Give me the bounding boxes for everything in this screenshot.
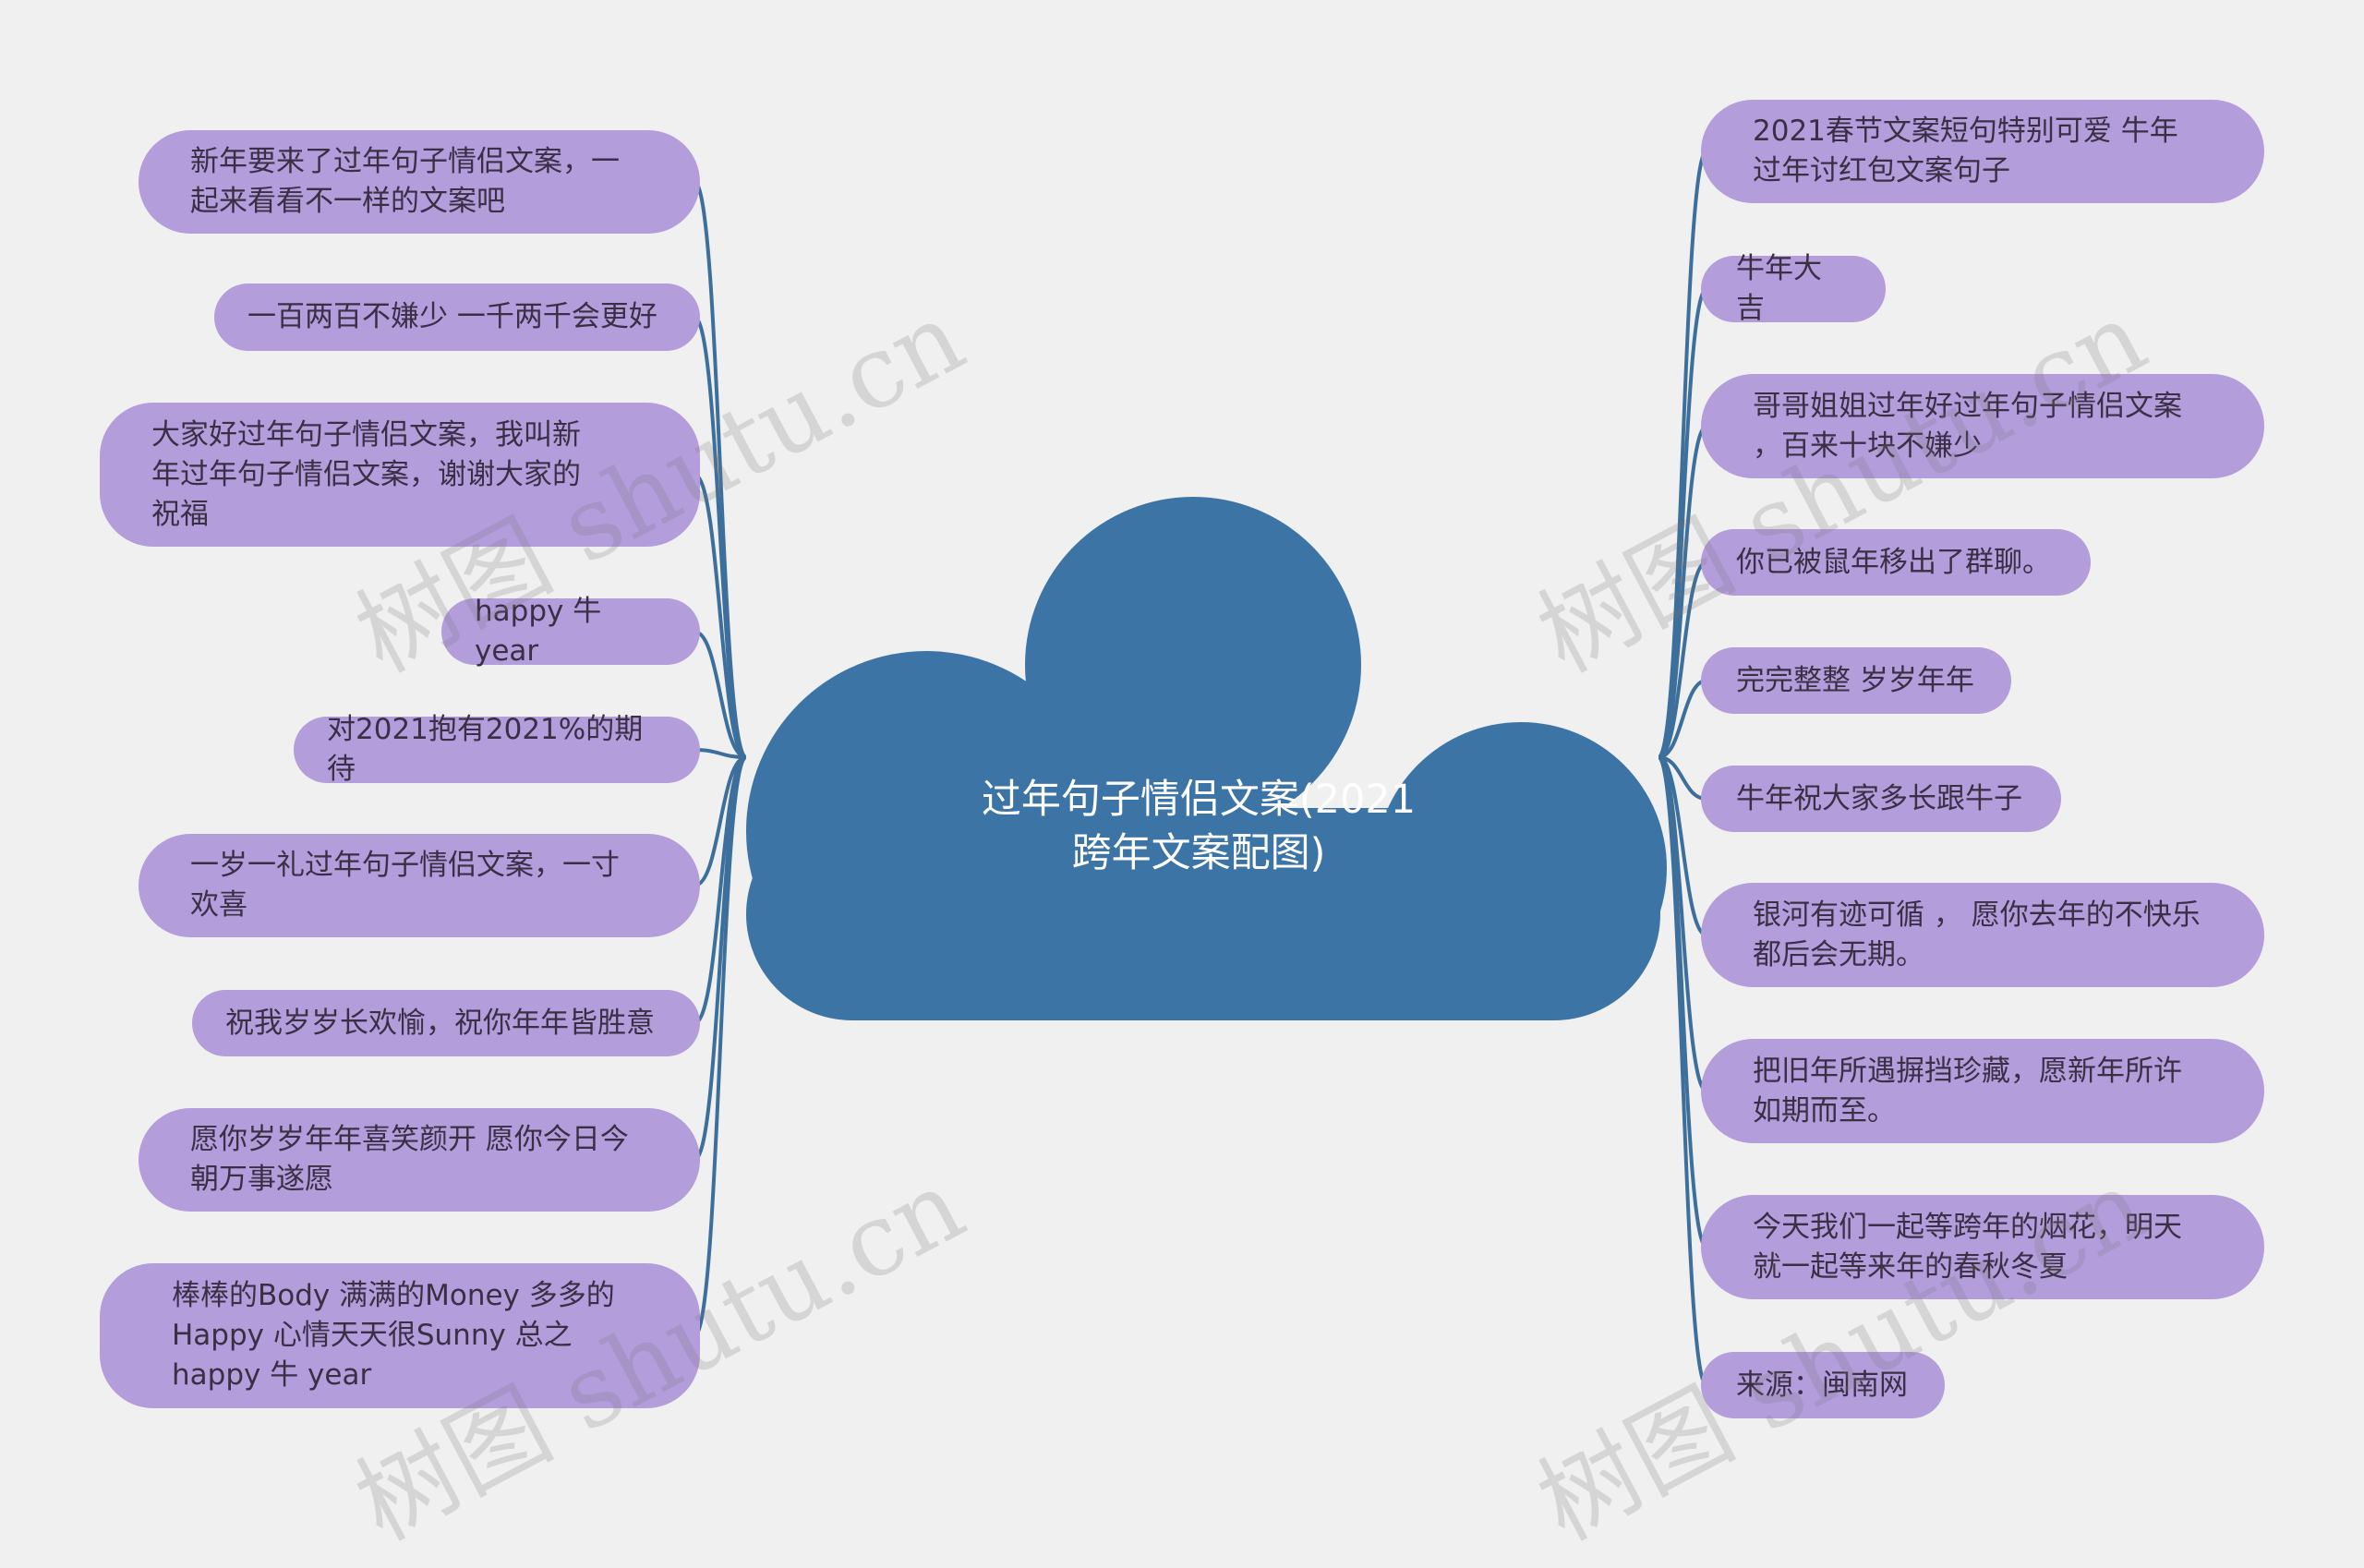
node-right-9[interactable]: 今天我们一起等跨年的烟花，明天 就一起等来年的春秋冬夏 (1701, 1195, 2264, 1299)
node-left-8[interactable]: 愿你岁岁年年喜笑颜开 愿你今日今 朝万事遂愿 (139, 1108, 700, 1212)
connector-right-3 (1657, 424, 1708, 759)
connector-right-7 (1658, 755, 1707, 937)
node-left-5[interactable]: 对2021抱有2021%的期待 (294, 713, 700, 786)
node-left-9-text: 棒棒的Body 满满的Money 多多的 Happy 心情天天很Sunny 总之… (172, 1279, 615, 1392)
node-left-4-text: happy 牛 year (475, 595, 602, 668)
node-left-3[interactable]: 大家好过年句子情侣文案，我叫新 年过年句子情侣文案，谢谢大家的 祝福 (100, 403, 700, 547)
connector-left-4 (694, 630, 747, 759)
node-left-4[interactable]: happy 牛 year (441, 595, 700, 668)
node-right-2-text: 牛年大吉 (1736, 252, 1822, 325)
connector-right-6 (1658, 755, 1707, 801)
node-left-5-text: 对2021抱有2021%的期待 (327, 713, 644, 786)
node-right-4[interactable]: 你已被鼠年移出了群聊。 (1701, 529, 2091, 596)
node-left-7[interactable]: 祝我岁岁长欢愉，祝你年年皆胜意 (192, 990, 700, 1056)
node-left-2[interactable]: 一百两百不嫌少 一千两千会更好 (214, 283, 700, 351)
node-left-1-text: 新年要来了过年句子情侣文案，一 起来看看不一样的文案吧 (190, 145, 620, 218)
node-right-1[interactable]: 2021春节文案短句特别可爱 牛年 过年讨红包文案句子 (1701, 100, 2264, 203)
connector-right-5 (1658, 679, 1707, 759)
node-right-7[interactable]: 银河有迹可循 ， 愿你去年的不快乐 都后会无期。 (1701, 883, 2264, 987)
node-right-7-text: 银河有迹可循 ， 愿你去年的不快乐 都后会无期。 (1753, 898, 2201, 971)
node-right-8-text: 把旧年所遇摒挡珍藏，愿新年所许 如期而至。 (1753, 1054, 2182, 1128)
node-right-5-text: 完完整整 岁岁年年 (1736, 663, 1974, 697)
connector-right-10 (1657, 755, 1708, 1387)
node-left-6-text: 一岁一礼过年句子情侣文案，一寸 欢喜 (190, 849, 620, 922)
connector-left-6 (694, 755, 747, 887)
cloud-base (746, 808, 1660, 1020)
node-right-9-text: 今天我们一起等跨年的烟花，明天 就一起等来年的春秋冬夏 (1753, 1210, 2182, 1284)
connector-right-4 (1658, 561, 1707, 759)
node-left-6[interactable]: 一岁一礼过年句子情侣文案，一寸 欢喜 (139, 834, 700, 937)
node-right-2[interactable]: 牛年大吉 (1701, 252, 1886, 325)
center-cloud[interactable]: 过年句子情侣文案(2021 跨年文案配图) (746, 497, 1667, 1020)
center-title-line-2: 跨年文案配图) (1072, 830, 1326, 876)
center-title-line-1: 过年句子情侣文案(2021 (982, 777, 1416, 823)
node-left-1[interactable]: 新年要来了过年句子情侣文案，一 起来看看不一样的文案吧 (139, 130, 700, 234)
node-left-3-text: 大家好过年句子情侣文案，我叫新 年过年句子情侣文案，谢谢大家的 祝福 (151, 417, 581, 531)
cloud-lobe-top (1025, 497, 1361, 833)
node-right-3[interactable]: 哥哥姐姐过年好过年句子情侣文案 ，百来十块不嫌少 (1701, 374, 2264, 478)
mindmap-canvas: 过年句子情侣文案(2021 跨年文案配图) (693, 150, 1708, 1387)
node-right-5[interactable]: 完完整整 岁岁年年 (1701, 647, 2011, 714)
node-right-3-text: 哥哥姐姐过年好过年句子情侣文案 ，百来十块不嫌少 (1753, 389, 2182, 463)
node-left-8-text: 愿你岁岁年年喜笑颜开 愿你今日今 朝万事遂愿 (190, 1123, 629, 1196)
node-right-1-text: 2021春节文案短句特别可爱 牛年 过年讨红包文案句子 (1753, 115, 2178, 187)
node-right-6[interactable]: 牛年祝大家多长跟牛子 (1701, 766, 2061, 832)
connector-lines (693, 150, 1708, 1387)
node-left-7-text: 祝我岁岁长欢愉，祝你年年皆胜意 (225, 1006, 655, 1040)
node-right-6-text: 牛年祝大家多长跟牛子 (1736, 781, 2022, 815)
connector-left-9 (693, 755, 748, 1338)
connector-left-2 (693, 315, 748, 759)
connector-left-5 (694, 748, 747, 759)
node-right-10-text: 来源：闽南网 (1736, 1368, 1908, 1402)
node-left-2-text: 一百两百不嫌少 一千两千会更好 (247, 300, 657, 333)
connector-left-1 (693, 180, 748, 759)
connector-left-3 (694, 473, 747, 759)
node-right-10[interactable]: 来源：闽南网 (1701, 1352, 1945, 1418)
node-right-8[interactable]: 把旧年所遇摒挡珍藏，愿新年所许 如期而至。 (1701, 1039, 2264, 1143)
node-right-4-text: 你已被鼠年移出了群聊。 (1736, 545, 2051, 579)
connector-right-2 (1657, 287, 1708, 759)
connector-right-9 (1657, 755, 1708, 1249)
node-left-9[interactable]: 棒棒的Body 满满的Money 多多的 Happy 心情天天很Sunny 总之… (100, 1263, 700, 1408)
